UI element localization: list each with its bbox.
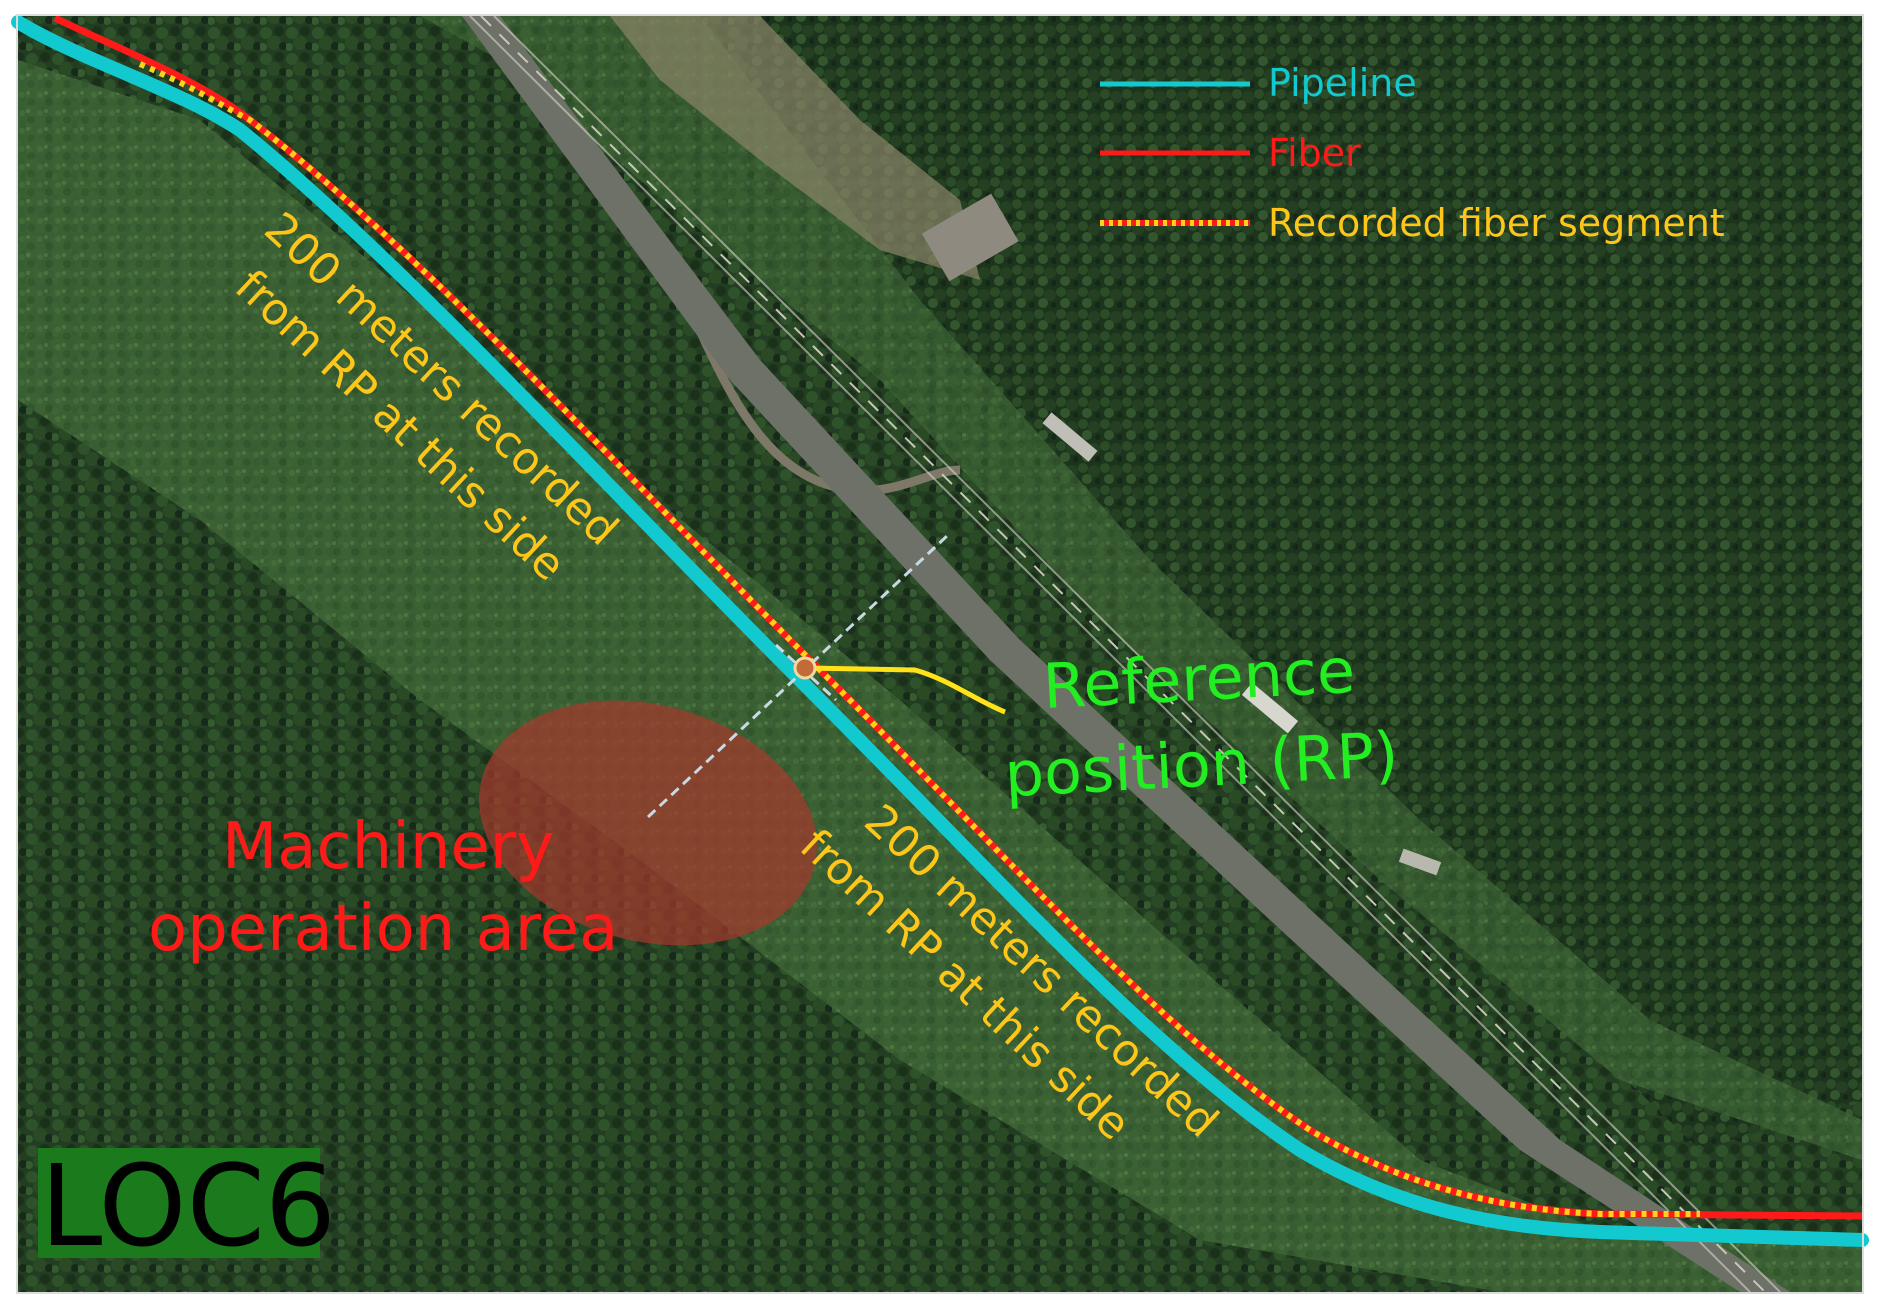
forest-area-northeast <box>740 16 1862 1150</box>
legend-recorded-label: Recorded fiber segment <box>1268 201 1725 245</box>
roadside-clearing <box>420 16 1862 1160</box>
truck <box>1398 848 1442 876</box>
pipeline-line <box>11 15 1869 1247</box>
legend: Pipeline Fiber Recorded fiber segment <box>1100 61 1725 245</box>
truck <box>1042 412 1098 462</box>
building <box>921 193 1019 282</box>
reference-position-marker <box>793 656 817 680</box>
annotation-reference-line1: Reference <box>1041 634 1357 723</box>
annotation-machinery-line1: Machinery <box>222 810 554 884</box>
legend-pipeline-label: Pipeline <box>1268 61 1417 105</box>
machinery-operation-area <box>479 700 817 946</box>
recorded-fiber-segment <box>138 61 1700 1217</box>
highway-lane-marking <box>480 15 1766 1293</box>
map-border <box>16 14 1864 1294</box>
highway-road <box>462 16 1790 1292</box>
highway-edge-line-right <box>493 15 1781 1293</box>
legend-fiber-label: Fiber <box>1268 131 1361 175</box>
annotation-machinery-line2: operation area <box>148 892 618 966</box>
highway-edge-line-left <box>469 15 1751 1293</box>
clearing-area <box>18 60 1862 1292</box>
rp-perpendicular-line <box>646 533 950 819</box>
rp-leader-line <box>804 665 1006 715</box>
open-ground <box>610 16 980 280</box>
location-badge-label: LOC6 <box>40 1142 336 1272</box>
truck <box>1241 682 1299 734</box>
location-badge: LOC6 <box>38 1142 336 1272</box>
location-badge-background <box>38 1148 320 1258</box>
